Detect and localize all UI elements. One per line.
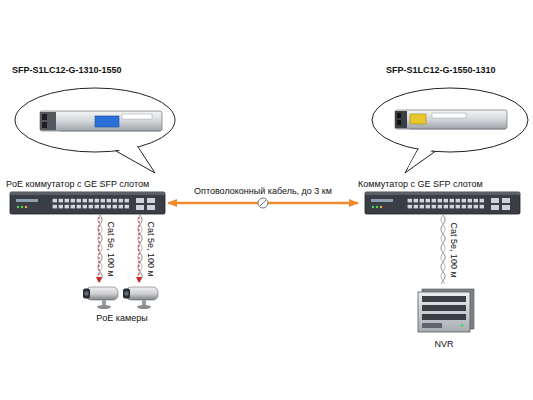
nvr-icon: [422, 305, 466, 311]
twisted-pair: [98, 215, 102, 282]
camera-icon: [83, 287, 118, 309]
part-number: SFP-S1LC12-G-1550-1310: [386, 64, 496, 76]
direction-arrow: [99, 217, 100, 282]
network-switch: [365, 192, 520, 214]
network-switch: [147, 198, 155, 203]
switch-node: Коммутатор с GE SFP слотом: [358, 178, 524, 215]
sfp-module: [40, 111, 162, 131]
sfp-module: [95, 116, 119, 127]
camera-node: PoE камеры: [72, 282, 172, 324]
nvr-icon: [422, 323, 442, 328]
nvr-icon: [418, 292, 470, 332]
switch-node: PoE коммутатор с GE SFP слотом: [6, 178, 168, 215]
network-switch: [502, 205, 510, 210]
direction-arrow: [139, 217, 140, 282]
node-label: NVR: [434, 338, 453, 350]
network-switch: [372, 206, 374, 208]
sfp-module: [40, 112, 56, 130]
network-switch: [136, 205, 144, 210]
network-switch: [10, 192, 165, 214]
utp-cable: [138, 215, 142, 282]
camera-icon: [86, 287, 118, 300]
twisted-pair: [98, 215, 102, 282]
sfp-module: [60, 131, 160, 132]
twisted-pair: [138, 215, 142, 282]
sfp-module: [395, 111, 407, 128]
network-switch: [502, 198, 510, 203]
network-switch: [491, 198, 499, 203]
network-switch: [10, 192, 165, 214]
camera-icon: [123, 287, 158, 309]
speech-bubble: [15, 88, 175, 173]
network-switch: [25, 206, 27, 208]
cable-label: Cat 5e, 100 м: [448, 222, 459, 277]
network-switch: [380, 206, 382, 208]
network-switch: [21, 206, 23, 208]
speech-bubble: [372, 88, 528, 152]
network-switch: [17, 206, 19, 208]
utp-cable: [441, 215, 445, 284]
camera-icon: [126, 287, 158, 300]
network-switch: [365, 192, 520, 195]
sfp-module: [42, 122, 47, 128]
network-switch: [16, 199, 38, 202]
sfp-module: [397, 113, 401, 118]
camera-icon: [124, 291, 128, 295]
sfp-module: [42, 114, 47, 120]
nvr-icon: [422, 296, 466, 302]
sfp-module: [397, 120, 401, 125]
camera-icon: [97, 305, 111, 309]
sfp-module: [122, 114, 152, 119]
cable-symbol: [260, 200, 266, 206]
network-switch: [10, 192, 165, 195]
node-label: PoE камеры: [96, 312, 147, 324]
network-switch: [147, 205, 155, 210]
nvr-node: NVR: [410, 284, 478, 350]
sfp-module: [40, 111, 162, 131]
cable-symbol: [258, 198, 268, 208]
nvr-icon: [418, 289, 474, 332]
sfp-module: [410, 129, 505, 130]
cable-label: Cat 5e, 100 м: [105, 221, 116, 276]
node-label: Коммутатор с GE SFP слотом: [358, 178, 483, 190]
link-label: Оптоволоконный кабель, до 3 км: [194, 186, 332, 197]
nvr-icon: [461, 324, 464, 327]
network-switch: [491, 205, 499, 210]
sfp-module: [395, 110, 507, 129]
cable-label: Cat 5e, 100 м: [145, 221, 156, 276]
network-switch: [52, 197, 130, 210]
speech-bubble: [408, 148, 434, 169]
sfp-module: [395, 110, 507, 129]
part-number: SFP-S1LC12-G-1310-1550: [12, 64, 122, 76]
network-switch: [407, 197, 485, 210]
speech-bubble: [372, 88, 528, 173]
fiber-link: [168, 198, 358, 208]
camera-icon: [137, 305, 151, 309]
network-switch: [371, 199, 393, 202]
camera-icon: [84, 291, 88, 295]
nvr-icon: [422, 314, 466, 320]
utp-cable: [98, 215, 102, 282]
sfp-module: [410, 114, 426, 124]
twisted-pair: [441, 215, 445, 284]
twisted-pair: [138, 215, 142, 282]
network-switch: [376, 206, 378, 208]
camera-icon: [83, 289, 90, 299]
twisted-pair: [441, 215, 445, 284]
speech-bubble: [118, 146, 152, 170]
camera-icon: [123, 289, 130, 299]
sfp-module: [432, 113, 466, 118]
node-label: PoE коммутатор с GE SFP слотом: [6, 178, 149, 190]
speech-bubble: [15, 88, 175, 152]
network-switch: [136, 198, 144, 203]
network-switch: [365, 192, 520, 214]
